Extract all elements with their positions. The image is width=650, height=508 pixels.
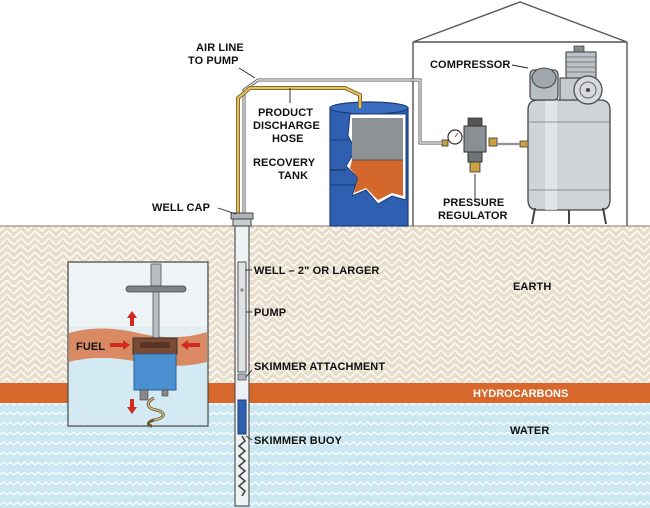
label-air-line-1: AIR LINE [196,42,244,54]
arrow-down-icon [127,399,137,414]
arrow-left-icon [181,340,200,350]
label-skimmer-attachment: SKIMMER ATTACHMENT [254,361,385,373]
label-recovery-1: RECOVERY [253,157,316,169]
arrow-right-icon [110,340,130,350]
label-air-line-2: TO PUMP [188,55,239,67]
arrow-up-icon [127,311,137,326]
label-product-2: DISCHARGE [253,120,320,132]
compressor-shed [412,1,628,226]
label-recovery-2: TANK [278,170,308,182]
recovery-tank [329,101,409,227]
leader-lines [217,64,529,441]
label-earth: EARTH [513,281,551,293]
label-skimmer-buoy: SKIMMER BUOY [254,435,343,447]
label-fuel: FUEL [76,341,105,353]
skimmer-detail-inset [67,261,209,428]
label-pump: PUMP [254,307,286,319]
label-compressor: COMPRESSOR [430,59,510,71]
label-regulator: REGULATOR [438,210,508,222]
label-well-cap: WELL CAP [152,202,210,214]
label-hydrocarbons: HYDROCARBONS [473,388,568,400]
label-water: WATER [510,425,549,437]
label-product-1: PRODUCT [258,107,313,119]
compressor [519,45,611,225]
pressure-regulator [441,117,498,173]
well [230,212,254,507]
label-pressure: PRESSURE [443,197,504,209]
label-well: WELL – 2" OR LARGER [254,265,379,277]
label-product-3: HOSE [272,133,304,145]
